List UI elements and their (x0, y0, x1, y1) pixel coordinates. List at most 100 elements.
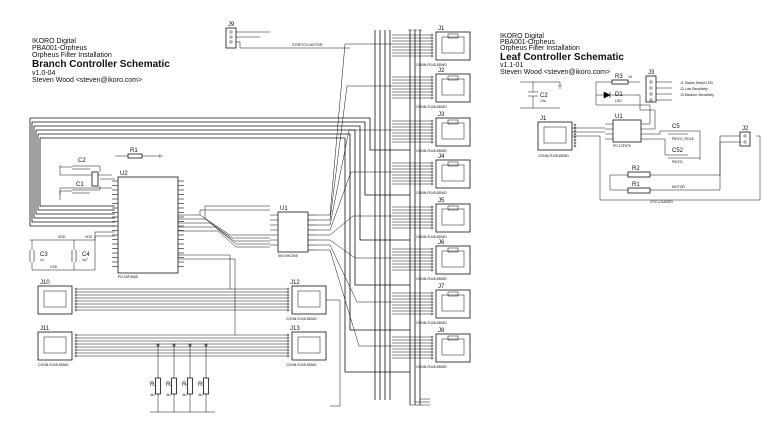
leaf-r3: R3 1K (596, 74, 640, 85)
rj45-body (435, 203, 471, 233)
connector-pin (286, 302, 290, 306)
branch-version: v1.0-04 (32, 70, 55, 77)
rj45-pin (430, 211, 434, 215)
svg-text:C5: C5 (672, 124, 680, 130)
rj45-part-label: CONN-RJ45-8DMD (416, 63, 447, 67)
rj45-latch (447, 75, 459, 81)
rj45-pin (430, 350, 434, 354)
rj45-pin (430, 87, 434, 91)
connector-pin (573, 123, 577, 127)
rj45-pin (430, 134, 434, 138)
connector-pin (573, 144, 577, 148)
rj45-pin (430, 173, 434, 177)
rj45-pin (430, 265, 434, 269)
connector-pin (74, 339, 78, 343)
svg-text:VDD: VDD (85, 235, 93, 239)
connector-pin (286, 308, 290, 312)
rj45-socket (441, 164, 465, 182)
u2-microcontroller: U2 PIC18F4685 (112, 171, 184, 279)
bus-return-wire (326, 299, 341, 407)
leaf-author: Steven Wood <steven@ikoro.com> (500, 69, 610, 76)
rj45-part-label: CONN-RJ45-8DMD (416, 321, 447, 325)
u1-output-wire (316, 85, 392, 221)
junction-dot (172, 343, 176, 347)
svg-text:STRETCH MOTOR: STRETCH MOTOR (292, 43, 323, 47)
rj45-pin (430, 39, 434, 43)
rj45-pin (430, 259, 434, 263)
rj45-pin (430, 137, 434, 141)
rj45-pin (430, 262, 434, 266)
connector-pin (573, 129, 577, 133)
rj45-pin (430, 256, 434, 260)
leaf-bottom-net: VCC-LOADED (599, 135, 761, 204)
rj45-part-label: CONN-RJ45-8DMD (416, 191, 447, 195)
connector-pin (74, 342, 78, 346)
rj45-ref-label: J1 (438, 26, 445, 32)
resistor-body (187, 377, 193, 395)
u1-output-wire (316, 244, 392, 303)
rj45-pin (430, 179, 434, 183)
junction-dot (204, 343, 208, 347)
connector-pin (74, 287, 78, 291)
rj45-pin (430, 54, 434, 58)
rj45-pin (430, 90, 434, 94)
connector-pin (286, 336, 290, 340)
connector-pin (74, 290, 78, 294)
rj45-pin (430, 214, 434, 218)
rj45-pin (430, 167, 434, 171)
u2-to-bus-wire (178, 254, 231, 289)
rj45-pin (430, 226, 434, 230)
rj45-pin (430, 297, 434, 301)
rj45-pin (430, 96, 434, 100)
connector-pin (286, 351, 290, 355)
svg-text:U2: U2 (120, 171, 128, 177)
rj45-pin (430, 131, 434, 135)
svg-text:CONN-RJ45-8DMD: CONN-RJ45-8DMD (286, 317, 317, 321)
header-pin (649, 80, 653, 84)
rj45-pin (430, 78, 434, 82)
header-pin (649, 92, 653, 96)
rj45-body (435, 333, 471, 363)
rj45-pin (430, 125, 434, 129)
rj45-body (435, 245, 471, 275)
connector-pin (573, 141, 577, 145)
branch-supply-caps: C3 1u C4 4u7 VDD VSS VDD (29, 231, 115, 271)
rj45-ref-label: J4 (438, 154, 445, 160)
rj45-pin (430, 312, 434, 316)
rj45-pin (430, 128, 434, 132)
connector-pin (74, 296, 78, 300)
u1-output-wire (316, 171, 392, 231)
connector-pin (286, 342, 290, 346)
header-pin (649, 86, 653, 90)
rj45-pin (430, 48, 434, 52)
svg-text:C4: C4 (82, 252, 90, 258)
junction-dot (156, 343, 160, 347)
rj45-ref-label: J7 (438, 284, 445, 290)
rj45-pin (430, 93, 434, 97)
svg-text:PIEZO_ROLE: PIEZO_ROLE (672, 137, 695, 141)
rj45-pin (430, 338, 434, 342)
svg-text:1u: 1u (40, 258, 44, 262)
rj45-socket (441, 294, 465, 312)
rj45-part-label: CONN-RJ45-8DMD (416, 277, 447, 281)
svg-text:R4: R4 (182, 382, 190, 388)
leaf-d1: D1 LED (596, 91, 640, 103)
svg-text:J12: J12 (290, 280, 300, 286)
j9-header: J9 STRETCH MOTOR (225, 22, 350, 49)
rj45-body (435, 31, 471, 61)
svg-text:J2: J2 (742, 126, 749, 132)
rj45-body (435, 289, 471, 319)
rj45-pin (430, 217, 434, 221)
rj45-vertical-rails (374, 29, 430, 406)
rj45-pin (430, 176, 434, 180)
rj45-latch (447, 33, 459, 39)
u1-output-wire (316, 43, 392, 216)
pullup-resistors: R2 R3 R4 R5 4k7 4k7 4k7 4k7 (150, 343, 215, 413)
svg-text:4k7: 4k7 (198, 393, 204, 397)
branch-title: Branch Controller Schematic (32, 59, 170, 70)
svg-text:4k7: 4k7 (182, 393, 188, 397)
rj45-pin (430, 51, 434, 55)
